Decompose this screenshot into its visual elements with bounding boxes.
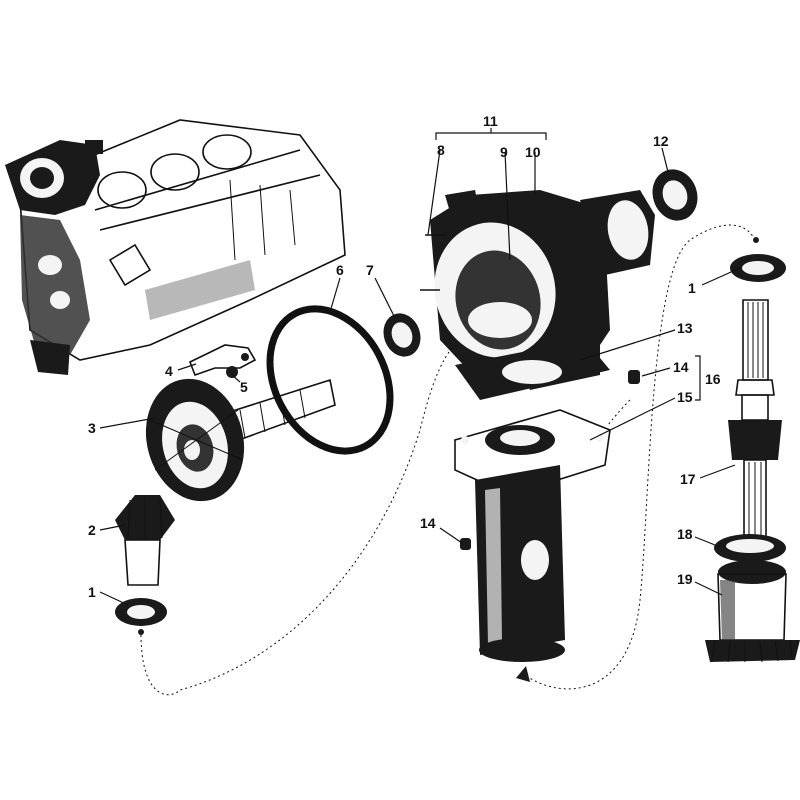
- callout-10: 10: [525, 144, 541, 160]
- part-13-gasket: [455, 340, 610, 400]
- part-5-nut: [226, 366, 238, 378]
- part-19-drive-gear-sleeve: [705, 560, 800, 663]
- callout-14-upper: 14: [673, 359, 689, 375]
- callout-16: 16: [705, 371, 721, 387]
- callout-9: 9: [500, 144, 508, 160]
- callout-2: 2: [88, 522, 96, 538]
- part-1-washer-right: [730, 254, 786, 282]
- engine-block: [5, 119, 346, 375]
- part-15-column-housing: [454, 409, 611, 662]
- part-4-bracket: [188, 344, 257, 377]
- callout-3: 3: [88, 420, 96, 436]
- callout-19: 19: [677, 571, 693, 587]
- part-14-set-screw-lower: [460, 538, 471, 550]
- callout-5: 5: [240, 379, 248, 395]
- callout-1-right: 1: [688, 280, 696, 296]
- callout-6: 6: [336, 262, 344, 278]
- callout-12: 12: [653, 133, 669, 149]
- part-17-splined-shaft: [728, 299, 782, 541]
- callout-11: 11: [483, 113, 498, 129]
- callout-7: 7: [366, 262, 374, 278]
- callout-17: 17: [680, 471, 696, 487]
- callout-labels: 1 1 2 3 4 5 6 7 8 9 10 11 12 13 14 14 15…: [88, 113, 721, 600]
- part-12-bearing-seal: [652, 169, 698, 221]
- part-2-pinion-gear: [115, 495, 175, 586]
- callout-13: 13: [677, 320, 693, 336]
- part-18-retaining-ring: [714, 534, 786, 562]
- callout-18: 18: [677, 526, 693, 542]
- callout-15: 15: [677, 389, 693, 405]
- part-7-oil-seal: [383, 313, 421, 357]
- callout-1-left: 1: [88, 584, 96, 600]
- callout-8: 8: [437, 142, 445, 158]
- part-14-set-screw-upper: [628, 370, 640, 384]
- leader-lines: [99, 128, 741, 606]
- part-3-crown-gear-shaft: [145, 378, 336, 502]
- callout-4: 4: [165, 363, 173, 379]
- callout-14-lower: 14: [420, 515, 436, 531]
- assembly-path-lines: [138, 224, 759, 696]
- part-11-gear-housing: [420, 190, 655, 390]
